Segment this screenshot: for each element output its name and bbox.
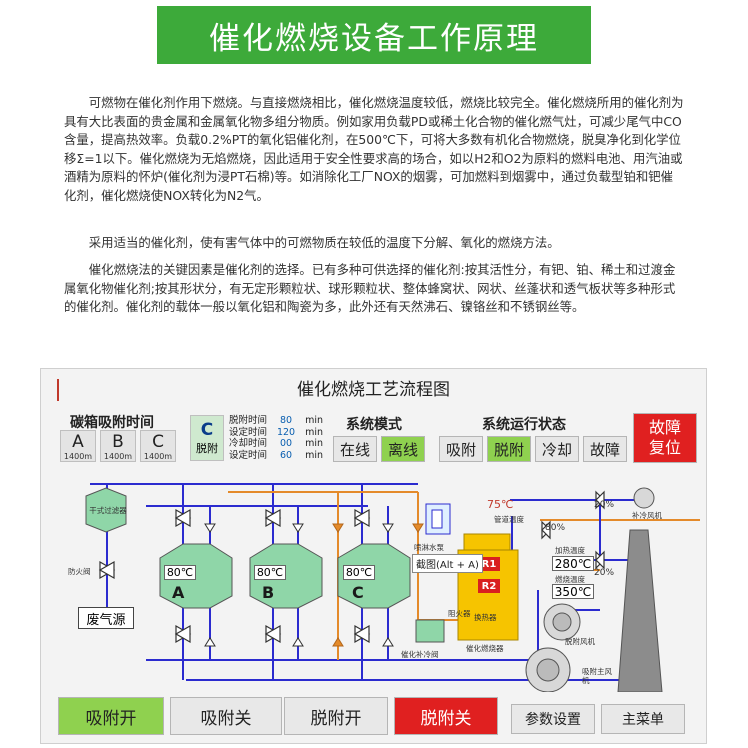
r1-label: R1 (478, 557, 500, 571)
status-desorb-button[interactable]: 脱附 (487, 436, 531, 462)
intro-paragraph: 可燃物在催化剂作用下燃烧。与直接燃烧相比，催化燃烧温度较低，燃烧比较完全。催化燃… (64, 95, 684, 203)
tank-a-letter: A (172, 583, 185, 602)
desorb-letter: C (200, 420, 214, 440)
carbon-box-c[interactable]: C 1400m (140, 430, 176, 462)
adsorb-off-button[interactable]: 吸附关 (170, 697, 282, 735)
dry-filter-shape (85, 487, 127, 533)
adsorb-on-button[interactable]: 吸附开 (58, 697, 164, 735)
params-button[interactable]: 参数设置 (511, 704, 595, 734)
main-fan-label: 吸附主风机 (582, 667, 612, 685)
cool-fan-label: 补冷风机 (632, 511, 662, 520)
status-label: 系统运行状态 (482, 417, 566, 433)
r2-label: R2 (478, 579, 500, 593)
tank-c-letter: C (352, 583, 364, 602)
desorb-label: 脱附 (196, 442, 218, 455)
heat-temp-label: 加热温度 (555, 546, 585, 555)
panel-title: 催化燃烧工艺流程图 (297, 380, 450, 400)
desorb-box[interactable]: C 脱附 (190, 415, 224, 461)
banner-title: 催化燃烧设备工作原理 (157, 6, 591, 64)
carbon-box-letter: A (72, 431, 84, 452)
status-fault-button[interactable]: 故障 (583, 436, 627, 462)
cat-cool-valve-label: 催化补冷阀 (401, 650, 439, 659)
valve-pct-left: 80% (545, 523, 566, 533)
tank-b-temp: 80℃ (254, 565, 286, 580)
catalytic-burner-label: 催化燃烧器 (466, 644, 504, 653)
carbon-box-b[interactable]: B 1400m (100, 430, 136, 462)
burn-temp-label: 燃烧温度 (555, 575, 585, 584)
spray-pump-label: 喷淋水泵 (414, 543, 444, 552)
fault-reset-button[interactable]: 故障复位 (633, 413, 697, 463)
fire-valve-label: 防火阀 (68, 567, 91, 576)
waste-source-label: 废气源 (78, 607, 134, 629)
screenshot-tooltip: 截图(Alt + A) (412, 554, 483, 573)
heat-exchanger-label: 换热器 (474, 613, 497, 622)
carbon-box-time: 1400m (103, 451, 133, 461)
catalyst-paragraph: 催化燃烧法的关键因素是催化剂的选择。已有多种可供选择的催化剂:按其活性分，有钯、… (64, 262, 676, 315)
status-cool-button[interactable]: 冷却 (535, 436, 579, 462)
burn-temp-value: 350℃ (552, 584, 594, 599)
carbon-box-a[interactable]: A 1400m (60, 430, 96, 462)
flame-arrester-label: 阻火器 (448, 609, 471, 618)
process-diagram (85, 483, 700, 692)
tank-b-shape (249, 543, 323, 609)
carbon-box-letter: C (152, 431, 164, 452)
chimney-shape (617, 529, 663, 692)
cool-fan-shape (633, 487, 655, 509)
carbon-time-label: 碳箱吸附时间 (70, 415, 154, 431)
mode-offline-button[interactable]: 离线 (381, 436, 425, 462)
dry-filter-label: 干式过滤器 (89, 506, 127, 515)
heat-temp-value: 280℃ (552, 556, 594, 571)
tank-c-temp: 80℃ (343, 565, 375, 580)
mode-online-button[interactable]: 在线 (333, 436, 377, 462)
mode-label: 系统模式 (346, 417, 402, 433)
method-paragraph: 采用适当的催化剂，使有害气体中的可燃物质在较低的温度下分解、氧化的燃烧方法。 (88, 235, 560, 250)
valve-pct-top: 20% (594, 500, 615, 510)
title-marker (57, 379, 59, 401)
main-menu-button[interactable]: 主菜单 (601, 704, 685, 734)
valve-pct-mid: 20% (594, 568, 615, 578)
carbon-box-time: 1400m (143, 451, 173, 461)
desorb-on-button[interactable]: 脱附开 (284, 697, 388, 735)
carbon-box-letter: B (112, 431, 124, 452)
desorb-fan-label: 脱附风机 (565, 637, 595, 646)
desorb-off-button[interactable]: 脱附关 (394, 697, 498, 735)
tank-a-temp: 80℃ (164, 565, 196, 580)
tank-a-shape (159, 543, 233, 609)
carbon-box-time: 1400m (63, 451, 93, 461)
pipe-temp-value: 75℃ (487, 498, 514, 511)
pipe-temp-label: 管道温度 (494, 515, 524, 524)
tank-b-letter: B (262, 583, 275, 602)
status-adsorb-button[interactable]: 吸附 (439, 436, 483, 462)
